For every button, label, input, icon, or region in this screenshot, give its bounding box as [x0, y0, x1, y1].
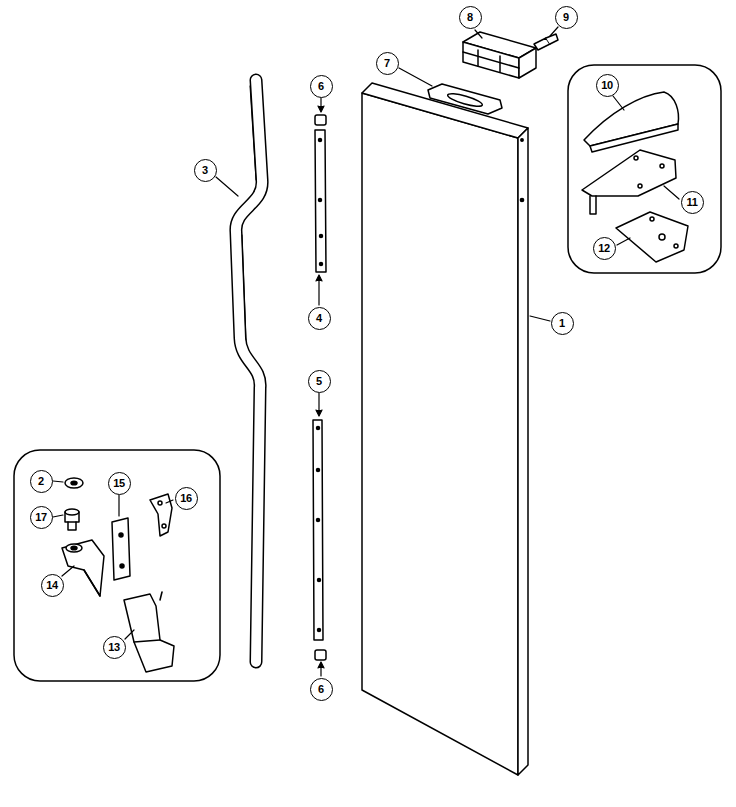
callout-label: 8 — [467, 12, 473, 23]
callout-number: 5 — [308, 370, 331, 393]
callout-number: 12 — [593, 237, 616, 260]
callout-label: 14 — [46, 580, 58, 591]
callout-label: 6 — [318, 684, 324, 695]
inset-frame — [568, 65, 721, 273]
callout-number: 4 — [308, 307, 331, 330]
callout-label: 4 — [316, 313, 322, 324]
trim-strip — [313, 420, 323, 640]
callout-number: 10 — [596, 74, 619, 97]
hinge-bracket — [62, 540, 104, 596]
trim-strip — [315, 130, 326, 272]
callout-label: 7 — [384, 58, 390, 69]
leader-lines — [53, 27, 679, 676]
callout-label: 12 — [598, 243, 610, 254]
inset-frame — [14, 450, 220, 681]
screw — [534, 34, 558, 50]
hinge-plate — [150, 494, 172, 536]
callout-number: 14 — [41, 574, 64, 597]
callout-number: 9 — [555, 6, 578, 29]
callout-number: 8 — [459, 6, 482, 29]
washer — [65, 478, 83, 488]
callout-label: 9 — [563, 12, 569, 23]
callout-number: 13 — [103, 636, 126, 659]
callout-label: 3 — [202, 165, 208, 176]
callout-number: 17 — [30, 506, 53, 529]
callout-number: 3 — [194, 159, 217, 182]
door-panel — [362, 83, 528, 775]
callout-number: 6 — [310, 678, 333, 701]
callout-label: 10 — [601, 80, 613, 91]
shim-plate — [112, 518, 130, 580]
callout-label: 5 — [316, 376, 322, 387]
callout-number: 7 — [376, 52, 399, 75]
hinge-cap — [428, 84, 502, 114]
door-handle — [236, 80, 262, 662]
door-stop-block — [463, 32, 536, 78]
callout-label: 13 — [108, 642, 120, 653]
callout-number: 1 — [551, 312, 574, 335]
callout-label: 16 — [180, 493, 192, 504]
hinge-pin — [65, 509, 79, 530]
callout-label: 15 — [113, 478, 125, 489]
hinge-plate — [582, 150, 676, 214]
callout-label: 1 — [559, 318, 565, 329]
callout-label: 2 — [38, 476, 44, 487]
callout-number: 2 — [30, 470, 53, 493]
lower-hinge-bracket — [124, 592, 174, 672]
hinge-cover — [584, 92, 678, 152]
hinge-plate — [616, 212, 688, 262]
callout-number: 11 — [681, 191, 704, 214]
callout-number: 6 — [310, 75, 333, 98]
callout-label: 6 — [318, 81, 324, 92]
callout-number: 16 — [175, 487, 198, 510]
callout-number: 15 — [108, 472, 131, 495]
callout-label: 11 — [686, 197, 697, 208]
callout-label: 17 — [35, 512, 47, 523]
